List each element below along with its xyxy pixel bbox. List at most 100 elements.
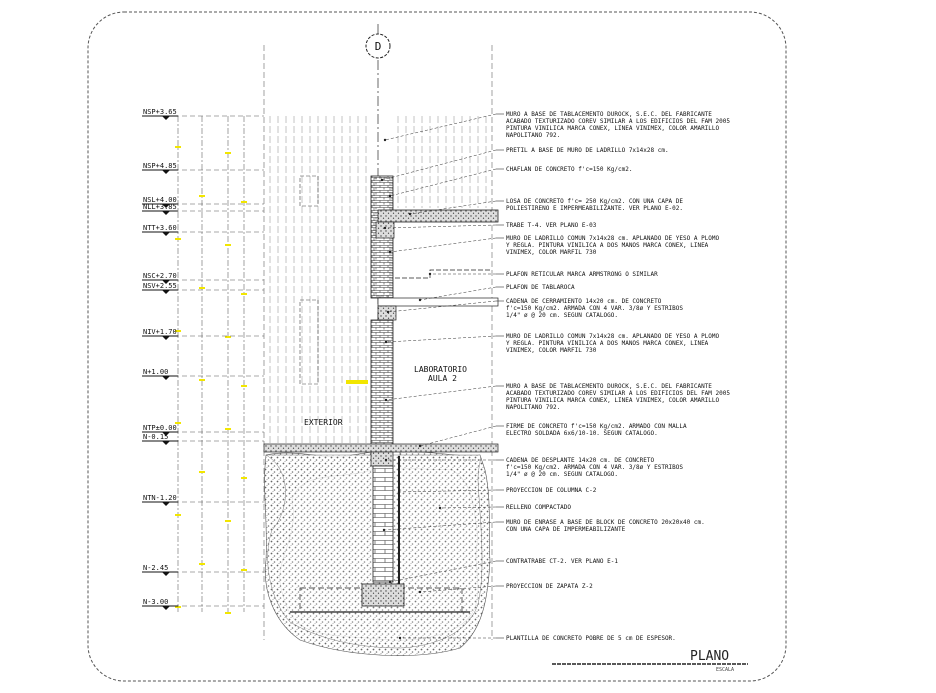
level-n-100: N+1.00 bbox=[142, 368, 264, 380]
note-text: CON UNA CAPA DE IMPERMEABILIZANTE bbox=[506, 526, 626, 533]
level-verticals bbox=[175, 116, 247, 614]
note-text: VINIMEX, COLOR MARFIL 730 bbox=[506, 249, 597, 256]
note-text: Y REGLA. PINTURA VINILICA A DOS MANOS MA… bbox=[506, 340, 709, 347]
note-text: 1/4" ø @ 20 cm. SEGUN CATALOGO. bbox=[506, 312, 618, 319]
note-text: MURO A BASE DE TABLACEMENTO DUROCK, S.E.… bbox=[506, 383, 712, 390]
roof-slab bbox=[377, 209, 499, 223]
note-text: PRETIL A BASE DE MURO DE LADRILLO 7x14x2… bbox=[506, 147, 669, 154]
axis-label: D bbox=[375, 40, 382, 53]
note-zapata: PROYECCION DE ZAPATA Z-2 bbox=[418, 583, 593, 594]
note-text: PROYECCION DE COLUMNA C-2 bbox=[506, 487, 597, 494]
level-nsl-400: NSL+4.00 bbox=[142, 196, 264, 208]
level-label: NTN-1.20 bbox=[143, 494, 177, 502]
level-label: NLL+3.85 bbox=[143, 203, 177, 211]
level-ntt-360: NTT+3.60 bbox=[142, 224, 264, 236]
level-label: NSC+2.70 bbox=[143, 272, 177, 280]
note-plantilla: PLANTILLA DE CONCRETO POBRE DE 5 cm DE E… bbox=[398, 635, 676, 642]
room-lab-2: AULA 2 bbox=[428, 374, 457, 383]
note-muro-ladrillo-1: MURO DE LADRILLO COMUN 7x14x28 cm. APLAN… bbox=[388, 235, 720, 256]
note-pretil: PRETIL A BASE DE MURO DE LADRILLO 7x14x2… bbox=[380, 147, 669, 182]
level-ntp-000: NTP±0.00 bbox=[142, 424, 264, 436]
note-firme: FIRME DE CONCRETO f'c=150 Kg/cm2. ARMADO… bbox=[418, 423, 687, 448]
note-text: PINTURA VINILICA MARCA CONEX, LINEA VINI… bbox=[506, 397, 720, 404]
note-text: CHAFLAN DE CONCRETO f'c=150 Kg/cm2. bbox=[506, 166, 632, 173]
note-cadena-desplante: CADENA DE DESPLANTE 14x20 cm. DE CONCRET… bbox=[384, 457, 683, 478]
note-text: MURO DE LADRILLO COMUN 7x14x28 cm. APLAN… bbox=[506, 235, 720, 242]
note-text: MURO DE LADRILLO COMUN 7x14x28 cm. APLAN… bbox=[506, 333, 720, 340]
note-text: MURO A BASE DE TABLACEMENTO DUROCK, S.E.… bbox=[506, 111, 712, 118]
note-text: NAPOLITANO 792. bbox=[506, 404, 560, 411]
level-nsc-270: NSC+2.70 bbox=[142, 272, 264, 284]
level-n-245: N-2.45 bbox=[142, 564, 264, 576]
level-label: NIV+1.70 bbox=[143, 328, 177, 336]
note-plafon-tablaroca: PLAFON DE TABLAROCA bbox=[418, 284, 575, 302]
note-text: PROYECCION DE ZAPATA Z-2 bbox=[506, 583, 593, 590]
note-cadena-cerramiento: CADENA DE CERRAMIENTO 14x20 cm. DE CONCR… bbox=[386, 298, 683, 319]
note-text: Y REGLA. PINTURA VINILICA A DOS MANOS MA… bbox=[506, 242, 709, 249]
note-text: POLIESTIRENO E IMPERMEABILIZANTE. VER PL… bbox=[506, 205, 683, 212]
level-ntn-120: NTN-1.20 bbox=[142, 494, 264, 506]
cadena-cerramiento bbox=[377, 305, 397, 321]
note-chaflan: CHAFLAN DE CONCRETO f'c=150 Kg/cm2. bbox=[388, 166, 632, 198]
note-text: PLAFON RETICULAR MARCA ARMSTRONG O SIMIL… bbox=[506, 271, 658, 278]
level-label: N+1.00 bbox=[143, 368, 168, 376]
cadena-desplante bbox=[370, 451, 394, 467]
note-muro-enrase: MURO DE ENRASE A BASE DE BLOCK DE CONCRE… bbox=[382, 519, 705, 533]
level-label: N-0.15 bbox=[143, 433, 168, 441]
note-text: LOSA DE CONCRETO f'c= 250 Kg/cm2. CON UN… bbox=[506, 198, 683, 205]
note-muro-ladrillo-2: MURO DE LADRILLO COMUN 7x14x28 cm. APLAN… bbox=[384, 333, 720, 354]
note-text: f'c=150 Kg/cm2. ARMADA CON 4 VAR. 3/8ø Y… bbox=[506, 305, 683, 312]
room-lab: LABORATORIO bbox=[414, 365, 467, 374]
level-n-300: N-3.00 bbox=[142, 598, 264, 610]
block-wall bbox=[372, 465, 394, 583]
note-losa: LOSA DE CONCRETO f'c= 250 Kg/cm2. CON UN… bbox=[408, 198, 683, 216]
columna-c2 bbox=[398, 456, 400, 586]
window-frame bbox=[299, 299, 319, 385]
level-n-015: N-0.15 bbox=[142, 433, 264, 445]
plafon-tablaroca bbox=[377, 297, 499, 307]
level-label: NSV+2.55 bbox=[143, 282, 177, 290]
note-text: CADENA DE DESPLANTE 14x20 cm. DE CONCRET… bbox=[506, 457, 654, 464]
note-text: RELLENO COMPACTADO bbox=[506, 504, 571, 511]
contratrabe bbox=[361, 583, 405, 607]
level-nsp-365: NSP+3.65 bbox=[142, 108, 264, 120]
room-exterior: EXTERIOR bbox=[304, 418, 343, 427]
note-text: TRABE T-4. VER PLANO E-03 bbox=[506, 222, 597, 229]
note-columna: PROYECCION DE COLUMNA C-2 bbox=[397, 487, 597, 494]
sheet-border bbox=[87, 11, 787, 682]
note-text: PLAFON DE TABLAROCA bbox=[506, 284, 575, 291]
note-text: FIRME DE CONCRETO f'c=150 Kg/cm2. ARMADO… bbox=[506, 423, 687, 430]
level-label: N-3.00 bbox=[143, 598, 168, 606]
note-text: VINIMEX, COLOR MARFIL 730 bbox=[506, 347, 597, 354]
level-nll-385: NLL+3.85 bbox=[142, 203, 264, 215]
note-text: NAPOLITANO 792. bbox=[506, 132, 560, 139]
note-text: PLANTILLA DE CONCRETO POBRE DE 5 cm DE E… bbox=[506, 635, 676, 642]
note-contratrabe: CONTRATRABE CT-2. VER PLANO E-1 bbox=[388, 558, 618, 584]
level-nsv-255: NSV+2.55 bbox=[142, 282, 264, 294]
plan-title: PLANO bbox=[690, 649, 729, 664]
facade-hatch bbox=[269, 116, 487, 444]
level-label: NSP+3.65 bbox=[143, 108, 177, 116]
floor-slab bbox=[263, 443, 499, 453]
brick-wall bbox=[370, 319, 394, 445]
levels-group: NSP+3.65NSP+4.85NSL+4.00NLL+3.85NTT+3.60… bbox=[142, 108, 264, 610]
upper-opening bbox=[299, 175, 319, 207]
note-text: PINTURA VINILICA MARCA CONEX, LINEA VINI… bbox=[506, 125, 720, 132]
title-block: PLANO ESCALA bbox=[552, 649, 748, 673]
level-label: NSP+4.85 bbox=[143, 162, 177, 170]
note-muro-durock-1: MURO A BASE DE TABLACEMENTO DUROCK, S.E.… bbox=[383, 111, 730, 142]
note-text: 1/4" ø @ 20 cm. SEGUN CATALOGO. bbox=[506, 471, 618, 478]
level-label: N-2.45 bbox=[143, 564, 168, 572]
level-label: NTT+3.60 bbox=[143, 224, 177, 232]
level-nsp-485: NSP+4.85 bbox=[142, 162, 264, 174]
note-text: CONTRATRABE CT-2. VER PLANO E-1 bbox=[506, 558, 618, 565]
trabe-t4 bbox=[375, 221, 395, 239]
level-label: NTP±0.00 bbox=[143, 424, 177, 432]
note-text: ACABADO TEXTURIZADO COREV SIMILAR A LOS … bbox=[506, 390, 730, 397]
note-text: ACABADO TEXTURIZADO COREV SIMILAR A LOS … bbox=[506, 118, 730, 125]
note-text: f'c=150 Kg/cm2. ARMADA CON 4 VAR. 3/8ø Y… bbox=[506, 464, 683, 471]
notes-group: MURO A BASE DE TABLACEMENTO DUROCK, S.E.… bbox=[380, 111, 730, 642]
scale-label: ESCALA bbox=[716, 667, 734, 673]
